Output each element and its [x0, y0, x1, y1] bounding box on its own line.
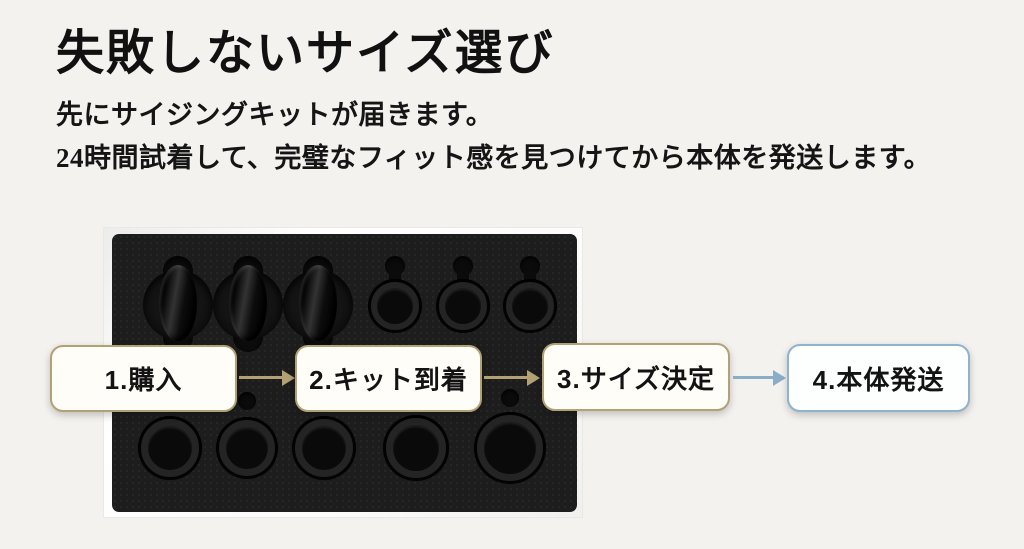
step-label: 1.購入: [104, 365, 183, 395]
flat-ring: [436, 279, 490, 333]
standing-ring: [299, 265, 337, 341]
subtitle: 先にサイジングキットが届きます。 24時間試着して、完璧なフィット感を見つけてか…: [56, 94, 931, 180]
flow-arrow-icon: [484, 369, 540, 386]
flow-arrow-icon: [239, 369, 295, 386]
flow-arrow-icon: [733, 369, 786, 386]
step-box-purchase: 1.購入: [50, 345, 237, 412]
page-title: 失敗しないサイズ選び: [56, 27, 555, 80]
flat-ring: [292, 416, 356, 480]
step-box-device-shipping: 4.本体発送: [787, 344, 970, 412]
step-box-kit-arrival: 2.キット到着: [295, 345, 482, 412]
step-label: 2.キット到着: [309, 365, 468, 395]
step-label: 3.サイズ決定: [557, 363, 715, 394]
standing-ring: [229, 265, 267, 341]
flat-ring: [216, 417, 278, 479]
keyhole-notch: [501, 389, 519, 407]
keyhole-notch: [238, 392, 256, 410]
flat-ring: [368, 279, 422, 333]
flat-ring: [383, 415, 449, 481]
step-label: 4.本体発送: [812, 364, 945, 395]
flat-ring: [138, 416, 202, 480]
flat-ring: [503, 279, 557, 333]
subtitle-line-2: 24時間試着して、完璧なフィット感を見つけてから本体を発送します。: [56, 143, 932, 173]
step-box-size-decision: 3.サイズ決定: [542, 343, 730, 411]
subtitle-line-1: 先にサイジングキットが届きます。: [56, 100, 494, 130]
standing-ring: [159, 265, 197, 341]
flat-ring: [474, 412, 546, 484]
